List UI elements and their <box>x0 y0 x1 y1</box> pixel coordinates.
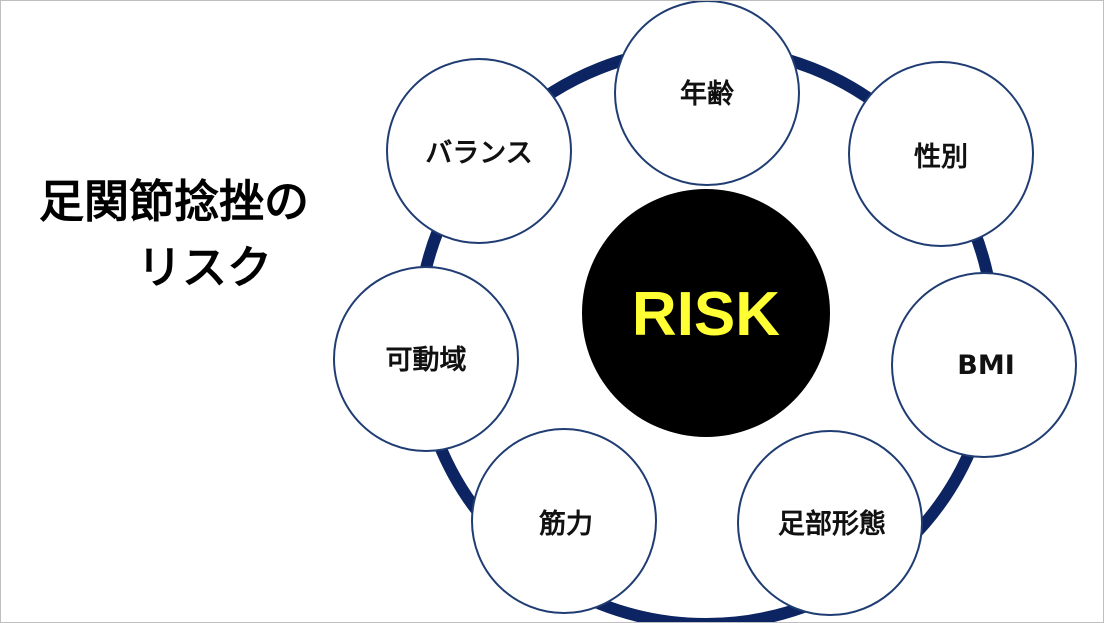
title-line-2: リスク <box>137 241 273 294</box>
factor-label-muscle-strength: 筋力 <box>539 508 593 540</box>
factor-node-balance: バランス <box>386 58 572 244</box>
factor-label-bmi: BMI <box>957 350 1015 381</box>
factor-node-range-of-motion: 可動域 <box>333 266 519 452</box>
factor-node-age: 年齢 <box>614 1 800 186</box>
factor-circle <box>737 430 923 616</box>
factor-node-sex: 性別 <box>848 61 1034 247</box>
factor-label-range-of-motion: 可動域 <box>386 345 467 376</box>
center-label: RISK <box>632 280 780 349</box>
factor-label-balance: バランス <box>425 138 532 169</box>
factor-node-foot-morphology: 足部形態 <box>737 430 923 616</box>
factor-circle <box>614 1 800 186</box>
factor-circle <box>848 61 1034 247</box>
factor-label-sex: 性別 <box>914 142 968 173</box>
factor-node-bmi: BMI <box>891 272 1077 458</box>
title-line-1: 足関節捻挫の <box>39 175 310 228</box>
factor-circle <box>386 58 572 244</box>
center-circle <box>582 189 830 437</box>
page-title: 足関節捻挫の リスク <box>39 169 379 301</box>
factor-circle <box>891 272 1077 458</box>
factor-label-age: 年齢 <box>680 78 734 110</box>
factor-circle <box>333 266 519 452</box>
factor-node-muscle-strength: 筋力 <box>471 428 657 614</box>
factor-label-foot-morphology: 足部形態 <box>778 508 886 540</box>
factor-circle <box>471 428 657 614</box>
